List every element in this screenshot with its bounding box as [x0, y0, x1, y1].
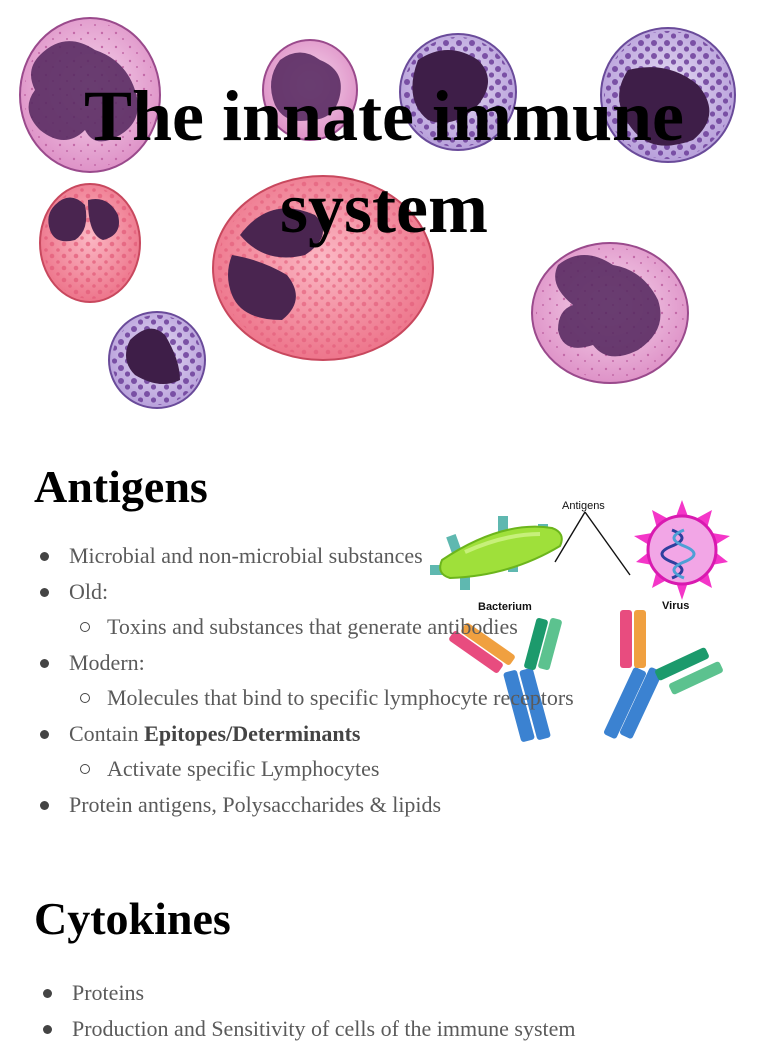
- list-item-text: Modern:: [69, 650, 145, 675]
- sub-list-item: Molecules that bind to specific lymphocy…: [35, 680, 574, 716]
- sub-list-item: Activate specific Lymphocytes: [35, 751, 574, 787]
- list-item: Modern:: [35, 645, 574, 681]
- diagram-label-antigens: Antigens: [562, 500, 605, 512]
- neutrophil-cell: [532, 243, 688, 383]
- list-item-text: Molecules that bind to specific lymphocy…: [107, 685, 574, 710]
- slide-title-line1: The innate immune: [0, 70, 768, 162]
- sub-list-item: Toxins and substances that generate anti…: [35, 609, 574, 645]
- list-item: Contain Epitopes/Determinants: [35, 716, 574, 752]
- diagram-label-virus: Virus: [662, 600, 689, 612]
- list-item-text: Old:: [69, 579, 108, 604]
- list-item-text: Proteins: [72, 980, 144, 1005]
- list-item-text: Microbial and non-microbial substances: [69, 543, 423, 568]
- epitopes-bold-text: Epitopes/Determinants: [144, 721, 360, 746]
- list-item-text: Contain: [69, 721, 144, 746]
- basophil-cell: [109, 312, 205, 408]
- cytokines-list: Proteins Production and Sensitivity of c…: [38, 975, 576, 1046]
- list-item-text: Production and Sensitivity of cells of t…: [72, 1016, 576, 1041]
- list-item: Microbial and non-microbial substances: [35, 538, 574, 574]
- virus-icon: [634, 500, 730, 600]
- list-item: Old:: [35, 574, 574, 610]
- list-item-text: Toxins and substances that generate anti…: [107, 614, 518, 639]
- slide-title-line2: system: [0, 162, 768, 254]
- slide-title: The innate immune system: [0, 70, 768, 254]
- list-item-text: Protein antigens, Polysaccharides & lipi…: [69, 792, 441, 817]
- list-item: Proteins: [38, 975, 576, 1011]
- list-item: Production and Sensitivity of cells of t…: [38, 1011, 576, 1046]
- cytokines-heading: Cytokines: [34, 892, 231, 945]
- list-item-text: Activate specific Lymphocytes: [107, 756, 379, 781]
- antibody-icon: [603, 610, 724, 739]
- antigens-list: Microbial and non-microbial substances O…: [35, 538, 574, 822]
- antigens-heading: Antigens: [34, 460, 208, 513]
- list-item: Protein antigens, Polysaccharides & lipi…: [35, 787, 574, 823]
